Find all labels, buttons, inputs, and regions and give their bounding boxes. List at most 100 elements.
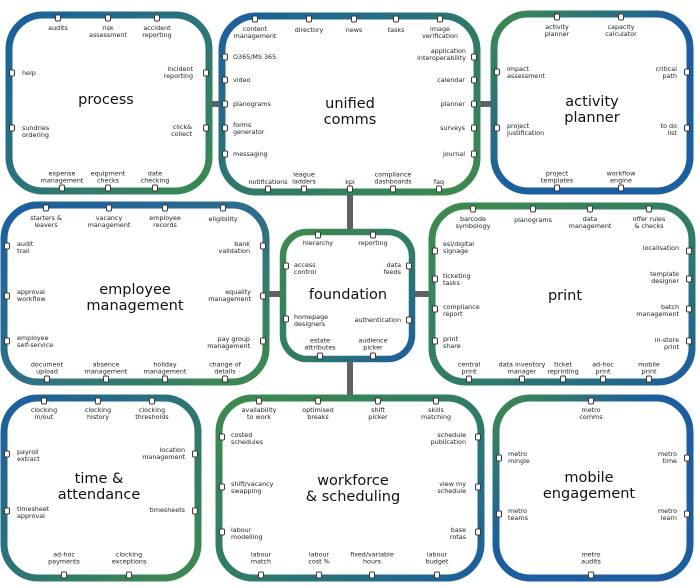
unified-comms-o365-node [222,53,228,61]
foundation-audience-label: audience picker [358,336,388,352]
employee-management-pay-group-node [260,337,266,345]
employee-management-approval-node [4,292,10,300]
activity-planner-critical-label: critical path [655,65,677,81]
activity-planner-title: activity planner [564,94,620,126]
foundation-estate-node [317,352,323,360]
unified-comms-planograms-node [222,100,228,108]
activity-planner-activity-label: activity planner [544,23,570,39]
process-click-node [203,124,209,132]
activity-planner-impact-node [494,68,500,76]
employee-management-self-service-node [4,337,10,345]
time-attendance-timesheets-node [192,507,198,515]
activity-planner-project-tmpl-node [554,184,560,192]
process-click-label: click& collect [171,123,192,139]
print-esl-node [432,247,438,255]
unified-comms-messaging-label: messaging [233,150,268,158]
print-print-share-label: print share [443,335,461,351]
employee-management-equality-node [260,292,266,300]
time-attendance-clock-exceptions-node [126,571,132,579]
unified-comms-image-label: image verification [422,25,458,41]
process-sundries-node [9,124,15,132]
unified-comms-o365-label: O365/MS 365 [233,53,277,61]
activity-planner-project-just-node [494,124,500,132]
workforce-scheduling-shift-vacancy-label: shift/vacancy swapping [231,480,274,496]
time-attendance-title: time & attendance [57,471,141,503]
employee-management-box [0,201,270,386]
workforce-scheduling-labour-budget-label: labour budget [425,550,449,566]
workforce-scheduling-breaks-label: optimised breaks [302,406,334,422]
activity-planner-critical-node [684,68,690,76]
print-esl-label: esl/digital signage [443,240,475,256]
foundation-access-node [283,262,289,270]
foundation-reporting-label: reporting [358,239,388,247]
employee-management-bank-node [260,242,266,250]
unified-comms-app-node [471,53,477,61]
foundation-box [279,228,416,363]
process-equipment-label: equipment checks [90,169,126,185]
print-title: print [547,288,583,304]
unified-comms-faq-node [436,185,442,193]
mobile-engagement-metro-teams-label: metro teams [508,507,528,523]
employee-management-title: employee management [86,282,184,314]
foundation-hierarchy-node [315,231,321,239]
unified-comms-messaging-node [222,150,228,158]
process-incident-node [203,69,209,77]
process-sundries-label: sundries ordering [22,124,50,140]
mobile-engagement-metro-learn-label: metro learn [657,507,677,523]
employee-management-eligibility-label: eligibility [208,215,238,223]
foundation-authentication-label: authentication [354,316,401,324]
process-date-label: date checking [140,169,170,185]
employee-management-starters-label: starters & leavers [30,214,62,230]
workforce-scheduling-fixed-variable-label: fixed/variable hours [350,550,394,566]
time-attendance-clock-history-node [95,397,101,405]
unified-comms-surveys-node [471,124,477,132]
employee-management-change-node [222,375,228,383]
mobile-engagement-metro-comms-label: metro comms [579,406,603,422]
print-offer-label: offer rules & checks [632,215,666,231]
unified-comms-surveys-label: surveys [440,124,465,132]
unified-comms-forms-label: forms generator [233,121,265,137]
workforce-scheduling-publication-label: schedule publication [430,431,466,447]
print-localisation-label: localisation [642,244,679,252]
workforce-scheduling-publication-node [475,433,481,441]
foundation-access-label: access control [294,261,317,277]
workforce-scheduling-shift-picker-label: shift picker [368,406,388,422]
employee-management-doc-upload-label: document upload [30,360,64,376]
activity-planner-capacity-node [618,13,624,21]
time-attendance-clock-history-label: clocking history [84,406,112,422]
time-attendance-box [0,394,202,582]
foundation-title: foundation [308,287,388,303]
process-title: process [78,92,134,108]
employee-management-self-service-label: employee self-service [17,334,54,350]
process-audits-node [55,14,61,22]
activity-planner-todo-node [684,124,690,132]
workforce-scheduling-shift-picker-node [375,397,381,405]
employee-management-absence-label: absence management [84,360,128,376]
unified-comms-calendar-node [471,76,477,84]
unified-comms-faq-label: faq [433,177,445,186]
employee-management-absence-node [103,375,109,383]
foundation-authentication-node [406,316,412,324]
unified-comms-news-node [351,15,357,23]
unified-comms-journal-node [471,150,477,158]
unified-comms-title: unified comms [323,96,377,128]
print-central-node [466,375,472,383]
unified-comms-content-node [252,15,258,23]
unified-comms-planner-label: planner [440,100,465,108]
employee-management-vacancy-node [106,204,112,212]
activity-planner-box [490,10,694,195]
employee-management-records-label: employee records [149,214,181,230]
unified-comms-notifications-node [265,185,271,193]
mobile-engagement-metro-time-node [684,454,690,462]
process-equipment-node [105,184,111,192]
print-central-label: central print [457,360,481,376]
print-planograms-node [530,205,536,213]
employee-management-audit-trail-label: audit trail [17,240,34,256]
process-help-label: help [22,69,36,77]
process-incident-label: incident reporting [163,65,193,81]
unified-comms-calendar-label: calendar [437,76,465,84]
unified-comms-video-node [222,76,228,84]
workforce-scheduling-skills-node [433,397,439,405]
print-mobile-node [646,375,652,383]
